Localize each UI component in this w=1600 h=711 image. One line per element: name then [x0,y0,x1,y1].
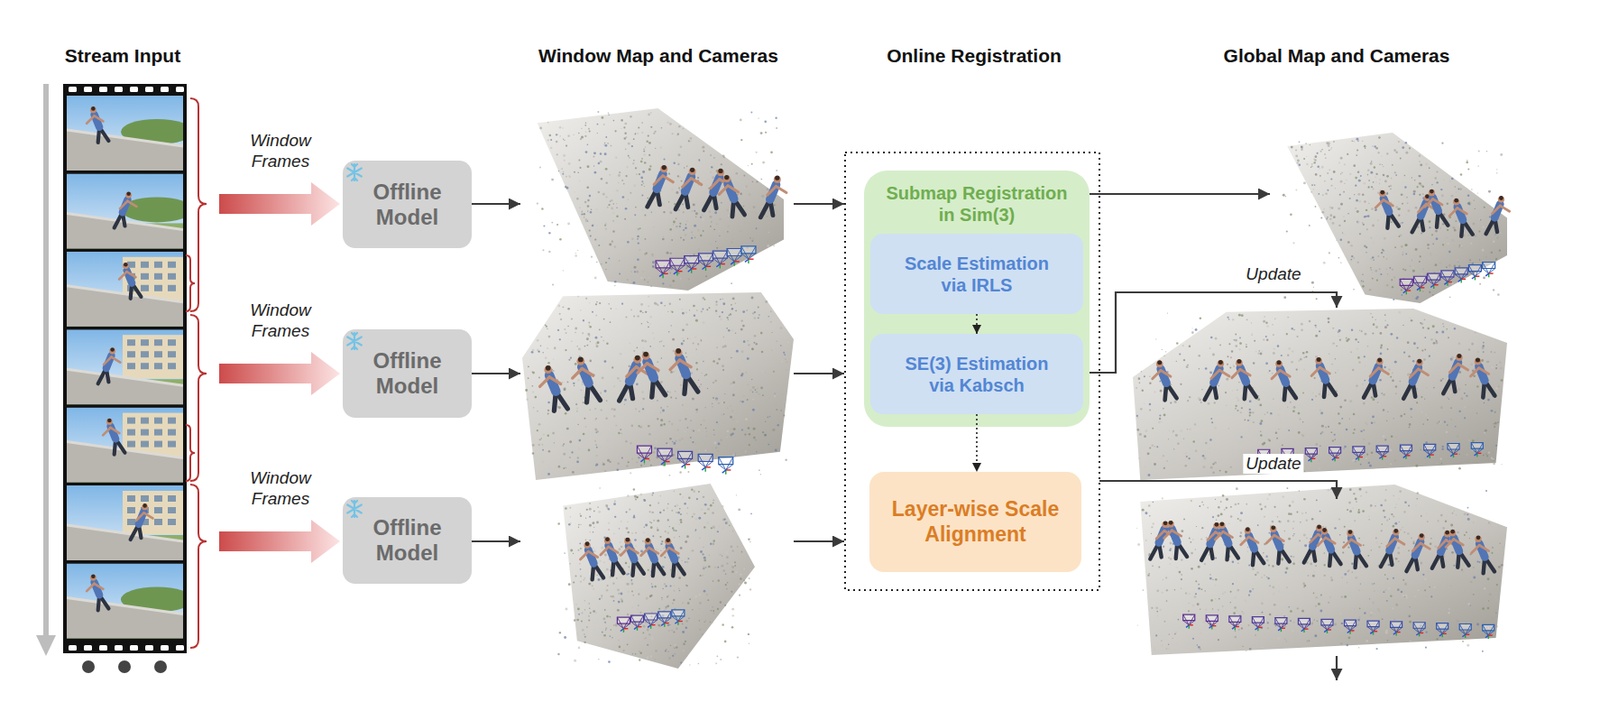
figure-stage: Offline ModelOffline ModelOffline ModelS… [0,0,1600,711]
